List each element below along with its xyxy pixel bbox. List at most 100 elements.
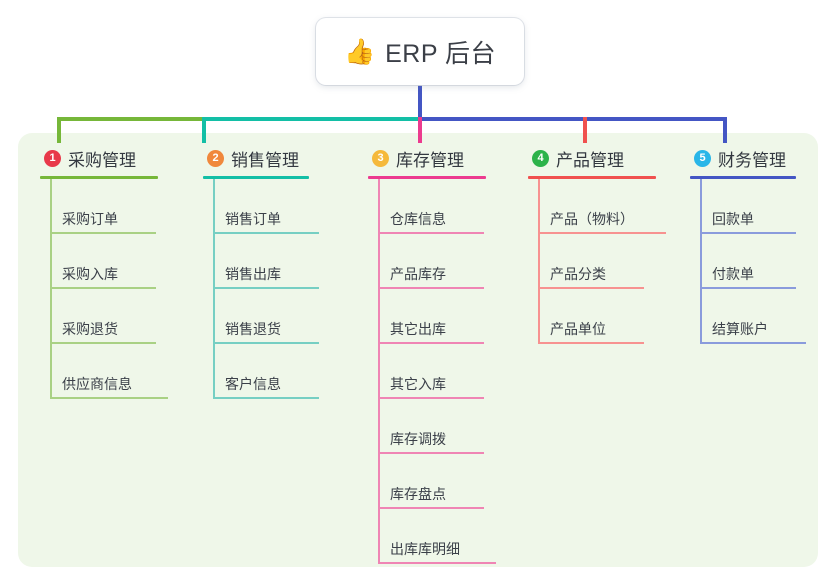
branch-underline <box>528 176 656 179</box>
branch-underline <box>203 176 309 179</box>
list-item[interactable]: 产品库存 <box>378 234 486 289</box>
list-item[interactable]: 库存盘点 <box>378 454 486 509</box>
horizontal-connector-segment-3 <box>418 117 724 121</box>
list-item[interactable]: 销售退货 <box>213 289 319 344</box>
list-item-underline <box>50 232 156 234</box>
list-item-label: 库存盘点 <box>390 486 446 502</box>
branch-number-badge: 2 <box>207 149 224 167</box>
branch-title: 销售管理 <box>231 150 299 170</box>
list-item-underline <box>378 452 484 454</box>
list-item-label: 出库库明细 <box>390 541 460 557</box>
list-item-underline <box>378 562 496 564</box>
list-item-label: 库存调拨 <box>390 431 446 447</box>
list-item-label: 销售退货 <box>225 321 281 337</box>
branch-items-2: 销售订单销售出库销售退货客户信息 <box>213 179 319 399</box>
branch-spine <box>538 179 540 344</box>
branch-number-badge: 3 <box>372 149 389 167</box>
branch-title: 产品管理 <box>556 150 624 170</box>
list-item-label: 其它出库 <box>390 321 446 337</box>
list-item-underline <box>378 287 484 289</box>
list-item[interactable]: 付款单 <box>700 234 796 289</box>
list-item-underline <box>213 342 319 344</box>
horizontal-connector-segment-1 <box>57 117 202 121</box>
list-item-underline <box>50 287 156 289</box>
branch-column-1: 1 采购管理采购订单采购入库采购退货供应商信息 <box>40 145 168 399</box>
branch-spine <box>700 179 702 344</box>
branch-items-1: 采购订单采购入库采购退货供应商信息 <box>50 179 168 399</box>
diagram-panel <box>18 133 818 567</box>
list-item-underline <box>213 232 319 234</box>
root-node[interactable]: 👍 ERP 后台 <box>316 18 524 85</box>
list-item-label: 其它入库 <box>390 376 446 392</box>
list-item[interactable]: 供应商信息 <box>50 344 168 399</box>
list-item-label: 产品库存 <box>390 266 446 282</box>
horizontal-connector-segment-2 <box>202 117 418 121</box>
branch-header-1[interactable]: 1 采购管理 <box>40 145 158 171</box>
list-item-underline <box>700 342 806 344</box>
list-item-label: 销售订单 <box>225 211 281 227</box>
list-item[interactable]: 产品分类 <box>538 234 656 289</box>
branch-underline <box>690 176 796 179</box>
branch-spine <box>378 179 380 564</box>
branch-header-4[interactable]: 4 产品管理 <box>528 145 656 171</box>
branch-number-badge: 1 <box>44 149 61 167</box>
branch-column-2: 2 销售管理销售订单销售出库销售退货客户信息 <box>203 145 319 399</box>
list-item[interactable]: 客户信息 <box>213 344 319 399</box>
branch-items-4: 产品（物料） 产品分类产品单位 <box>538 179 666 344</box>
list-item[interactable]: 销售出库 <box>213 234 319 289</box>
list-item[interactable]: 采购订单 <box>50 179 158 234</box>
list-item-underline <box>213 397 319 399</box>
list-item-underline <box>538 287 644 289</box>
list-item[interactable]: 回款单 <box>700 179 796 234</box>
list-item-underline <box>378 397 484 399</box>
thumbs-up-icon: 👍 <box>343 37 376 66</box>
list-item[interactable]: 采购退货 <box>50 289 158 344</box>
list-item-underline <box>213 287 319 289</box>
list-item-label: 付款单 <box>712 266 754 282</box>
list-item[interactable]: 其它出库 <box>378 289 486 344</box>
list-item[interactable]: 出库库明细 <box>378 509 496 564</box>
branch-spine <box>50 179 52 399</box>
list-item[interactable]: 采购入库 <box>50 234 158 289</box>
list-item-label: 产品（物料） <box>550 211 634 227</box>
list-item-label: 仓库信息 <box>390 211 446 227</box>
branch-title: 采购管理 <box>68 150 136 170</box>
list-item-label: 销售出库 <box>225 266 281 282</box>
drop-connector-1 <box>57 117 61 143</box>
branch-items-5: 回款单付款单结算账户 <box>700 179 806 344</box>
list-item-underline <box>50 397 168 399</box>
list-item-label: 供应商信息 <box>62 376 132 392</box>
branch-title: 财务管理 <box>718 150 786 170</box>
branch-underline <box>368 176 486 179</box>
list-item-label: 产品分类 <box>550 266 606 282</box>
branch-number-badge: 4 <box>532 149 549 167</box>
list-item[interactable]: 仓库信息 <box>378 179 486 234</box>
list-item-underline <box>700 287 796 289</box>
list-item-label: 采购退货 <box>62 321 118 337</box>
branch-column-4: 4 产品管理产品（物料） 产品分类产品单位 <box>528 145 666 344</box>
list-item-underline <box>538 232 666 234</box>
list-item-label: 产品单位 <box>550 321 606 337</box>
list-item-label: 客户信息 <box>225 376 281 392</box>
drop-connector-2 <box>202 117 206 143</box>
list-item[interactable]: 产品（物料） <box>538 179 666 234</box>
branch-header-2[interactable]: 2 销售管理 <box>203 145 309 171</box>
list-item[interactable]: 库存调拨 <box>378 399 486 454</box>
root-stem-connector <box>418 85 422 118</box>
list-item[interactable]: 结算账户 <box>700 289 806 344</box>
list-item-label: 采购入库 <box>62 266 118 282</box>
drop-connector-3 <box>418 117 422 143</box>
list-item-underline <box>700 232 796 234</box>
list-item-label: 回款单 <box>712 211 754 227</box>
list-item[interactable]: 其它入库 <box>378 344 486 399</box>
branch-spine <box>213 179 215 399</box>
branch-underline <box>40 176 158 179</box>
list-item[interactable]: 产品单位 <box>538 289 656 344</box>
branch-items-3: 仓库信息产品库存其它出库其它入库库存调拨库存盘点出库库明细 <box>378 179 496 564</box>
list-item[interactable]: 销售订单 <box>213 179 319 234</box>
